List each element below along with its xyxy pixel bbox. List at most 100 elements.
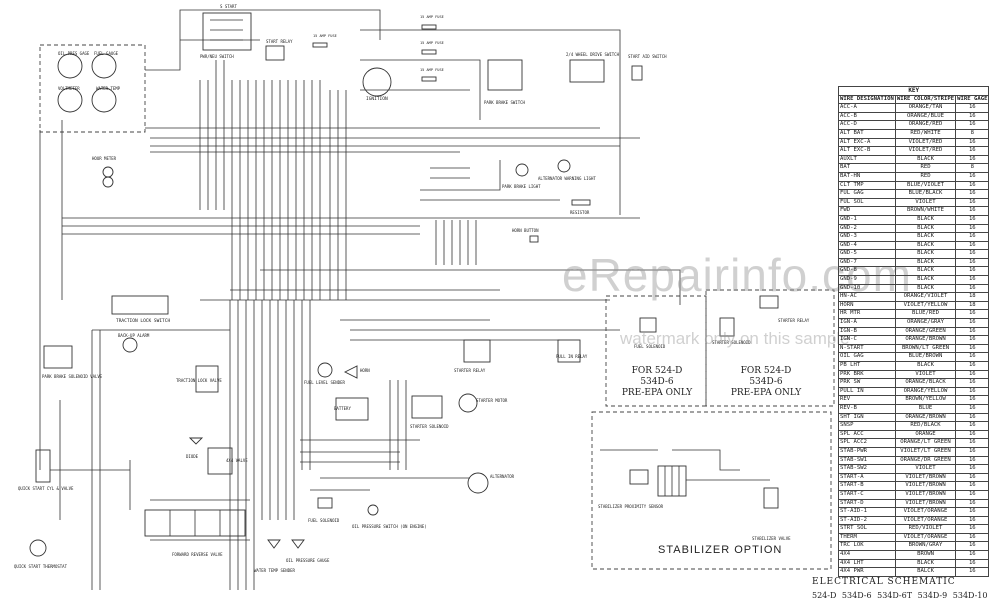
svg-text:DIODE: DIODE (186, 454, 199, 459)
key-cell-color: BROWN/WHITE (894, 206, 957, 216)
key-cell-designation: HORN (838, 300, 896, 311)
key-cell-color: BROWN/LT GREEN (894, 343, 957, 354)
forward-reverse-valve: FORWARD REVERSE VALVE (144, 509, 246, 557)
key-cell-color: BLACK (894, 249, 957, 259)
key-cell-gage: 16 (955, 146, 990, 156)
key-cell-designation: 4X4 PWR (838, 567, 896, 577)
key-cell-color: BLUE/VIOLET (894, 180, 957, 191)
key-cell-gage: 16 (955, 446, 990, 457)
key-cell-color: BLACK (894, 240, 957, 251)
key-cell-gage: 16 (955, 558, 990, 569)
horn-button: HORN BUTTON (512, 228, 539, 243)
key-cell-color: BROWN (894, 550, 957, 560)
key-cell-color: ORANGE/BROWN (894, 335, 957, 345)
svg-text:TRACTION LOCK SWITCH: TRACTION LOCK SWITCH (116, 318, 170, 324)
epa-option-box-2 (705, 289, 835, 407)
key-cell-color: VIOLET (894, 197, 957, 208)
key-cell-designation: 4X4 (838, 550, 896, 560)
key-cell-color: BLUE (894, 403, 957, 414)
model-list: 524-D 534D-6 534D-6T 534D-9 534D-10 (812, 591, 988, 600)
key-cell-designation: GND-9 (838, 275, 896, 285)
key-cell-color: BALCK (894, 567, 957, 577)
key-cell-gage: 16 (955, 309, 990, 320)
key-cell-gage: 16 (955, 257, 990, 268)
svg-text:PARK BRAKE LIGHT: PARK BRAKE LIGHT (502, 184, 541, 189)
key-cell-gage: 16 (955, 481, 990, 491)
key-cell-designation: START-B (838, 481, 896, 491)
key-cell-color: ORANGE/BROWN (894, 412, 957, 423)
start-aid-switch: START AID SWITCH (628, 54, 667, 81)
key-cell-color: BLACK (894, 266, 957, 277)
key-cell-designation: ST-AID-2 (838, 515, 896, 526)
voltmeter: VOLTMETER (57, 86, 83, 113)
key-cell-gage: 8 (955, 163, 990, 173)
resistor: RESISTOR (570, 199, 591, 215)
key-cell-color: VIOLET/ORANGE (894, 507, 957, 517)
gauge-cluster-outline (39, 44, 146, 133)
stabilizer-connector (600, 449, 770, 497)
key-cell-color: ORANGE/BLUE (894, 111, 957, 122)
starter-solenoid: STARTER SOLENOID (410, 395, 449, 429)
key-cell-designation: ST-AID-1 (838, 507, 896, 517)
key-cell-designation: AUXLT (838, 154, 896, 165)
key-cell-designation: HN-AC (838, 292, 896, 302)
key-header-gage: WIRE GAGE (955, 94, 990, 105)
key-cell-color: RED/VIOLET (894, 524, 957, 534)
key-cell-color: BLACK (894, 214, 957, 225)
svg-text:STABILIZER VALVE: STABILIZER VALVE (752, 536, 791, 541)
key-cell-designation: HR MTR (838, 309, 896, 320)
key-cell-designation: START-D (838, 498, 896, 509)
key-cell-gage: 16 (955, 266, 990, 277)
starter-relay: STARTER RELAY (454, 339, 491, 373)
key-cell-gage: 16 (955, 137, 990, 148)
key-cell-gage: 16 (955, 378, 990, 388)
horn: HORN (343, 365, 370, 379)
svg-text:FORWARD REVERSE VALVE: FORWARD REVERSE VALVE (172, 552, 223, 557)
key-cell-gage: 16 (955, 335, 990, 345)
key-cell-designation: ACC-D (838, 120, 896, 130)
key-cell-designation: GND-3 (838, 232, 896, 242)
key-cell-designation: BAT-HN (838, 171, 896, 182)
schematic-title: ELECTRICAL SCHEMATIC (812, 577, 956, 587)
key-cell-designation: STAB-SW1 (838, 455, 896, 466)
svg-text:OIL PRESSURE GAUGE: OIL PRESSURE GAUGE (286, 558, 330, 563)
svg-text:TRACTION LOCK VALVE: TRACTION LOCK VALVE (176, 378, 222, 383)
four-wd-switch: 2/4 WHEEL DRIVE SWITCH (566, 52, 620, 83)
key-cell-color: VIOLET (894, 369, 957, 380)
key-cell-designation: BAT (838, 163, 896, 173)
epa-starter-solenoid: STARTER SOLENOID (712, 317, 751, 345)
key-cell-designation: START-A (838, 472, 896, 483)
key-cell-color: BLUE/RED (894, 309, 957, 320)
key-cell-color: ORANGE/RED (894, 120, 957, 130)
key-cell-gage: 16 (955, 498, 990, 509)
key-cell-gage: 16 (955, 240, 990, 251)
start-relay: START RELAY (265, 39, 293, 61)
svg-text:PARK BRAKE SWITCH: PARK BRAKE SWITCH (484, 100, 526, 105)
key-cell-gage: 16 (955, 429, 990, 440)
key-cell-designation: SPL ACC (838, 429, 896, 440)
svg-text:FUEL SOLENOID: FUEL SOLENOID (308, 518, 340, 523)
svg-text:OIL PRESSURE SWITCH (ON ENGINE: OIL PRESSURE SWITCH (ON ENGINE) (352, 524, 427, 529)
key-cell-color: VIOLET/BROWN (894, 498, 957, 509)
key-cell-gage: 16 (955, 567, 990, 577)
hour-meter: HOUR METER (92, 156, 117, 188)
traction-lock-switch: TRACTION LOCK SWITCH (111, 295, 170, 324)
key-cell-color: ORANGE/VIOLET (894, 292, 957, 302)
